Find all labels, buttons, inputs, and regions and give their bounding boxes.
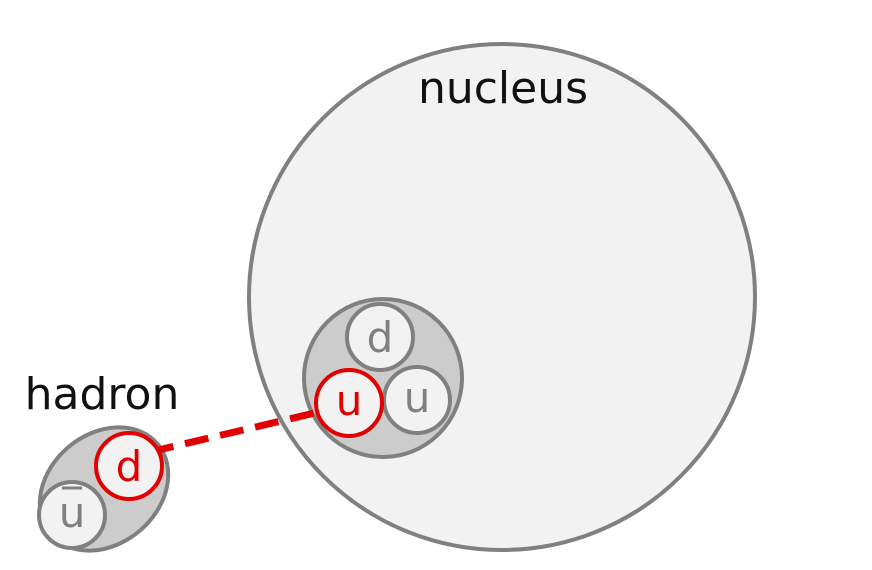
nucleus-circle [247,42,757,552]
hadron-antiquark-label: u [59,488,86,537]
hadron-struck-quark-label: d [116,442,143,491]
hadron-label: hadron [25,369,180,420]
nucleon-quark-top-label: d [367,313,394,362]
nucleon-quark-right-label: u [404,373,431,422]
hadron-antiquark-circle [37,480,107,550]
nucleon-quark-right-circle [382,365,452,435]
hadron-struck-quark-circle [94,431,164,501]
nucleon-quark-top-circle [345,302,415,372]
exchange-dashed-line [149,407,324,456]
nucleon-quark-left-circle [314,368,384,438]
nucleon-quark-left-label: u [336,376,363,425]
nucleus-label: nucleus [418,63,588,114]
